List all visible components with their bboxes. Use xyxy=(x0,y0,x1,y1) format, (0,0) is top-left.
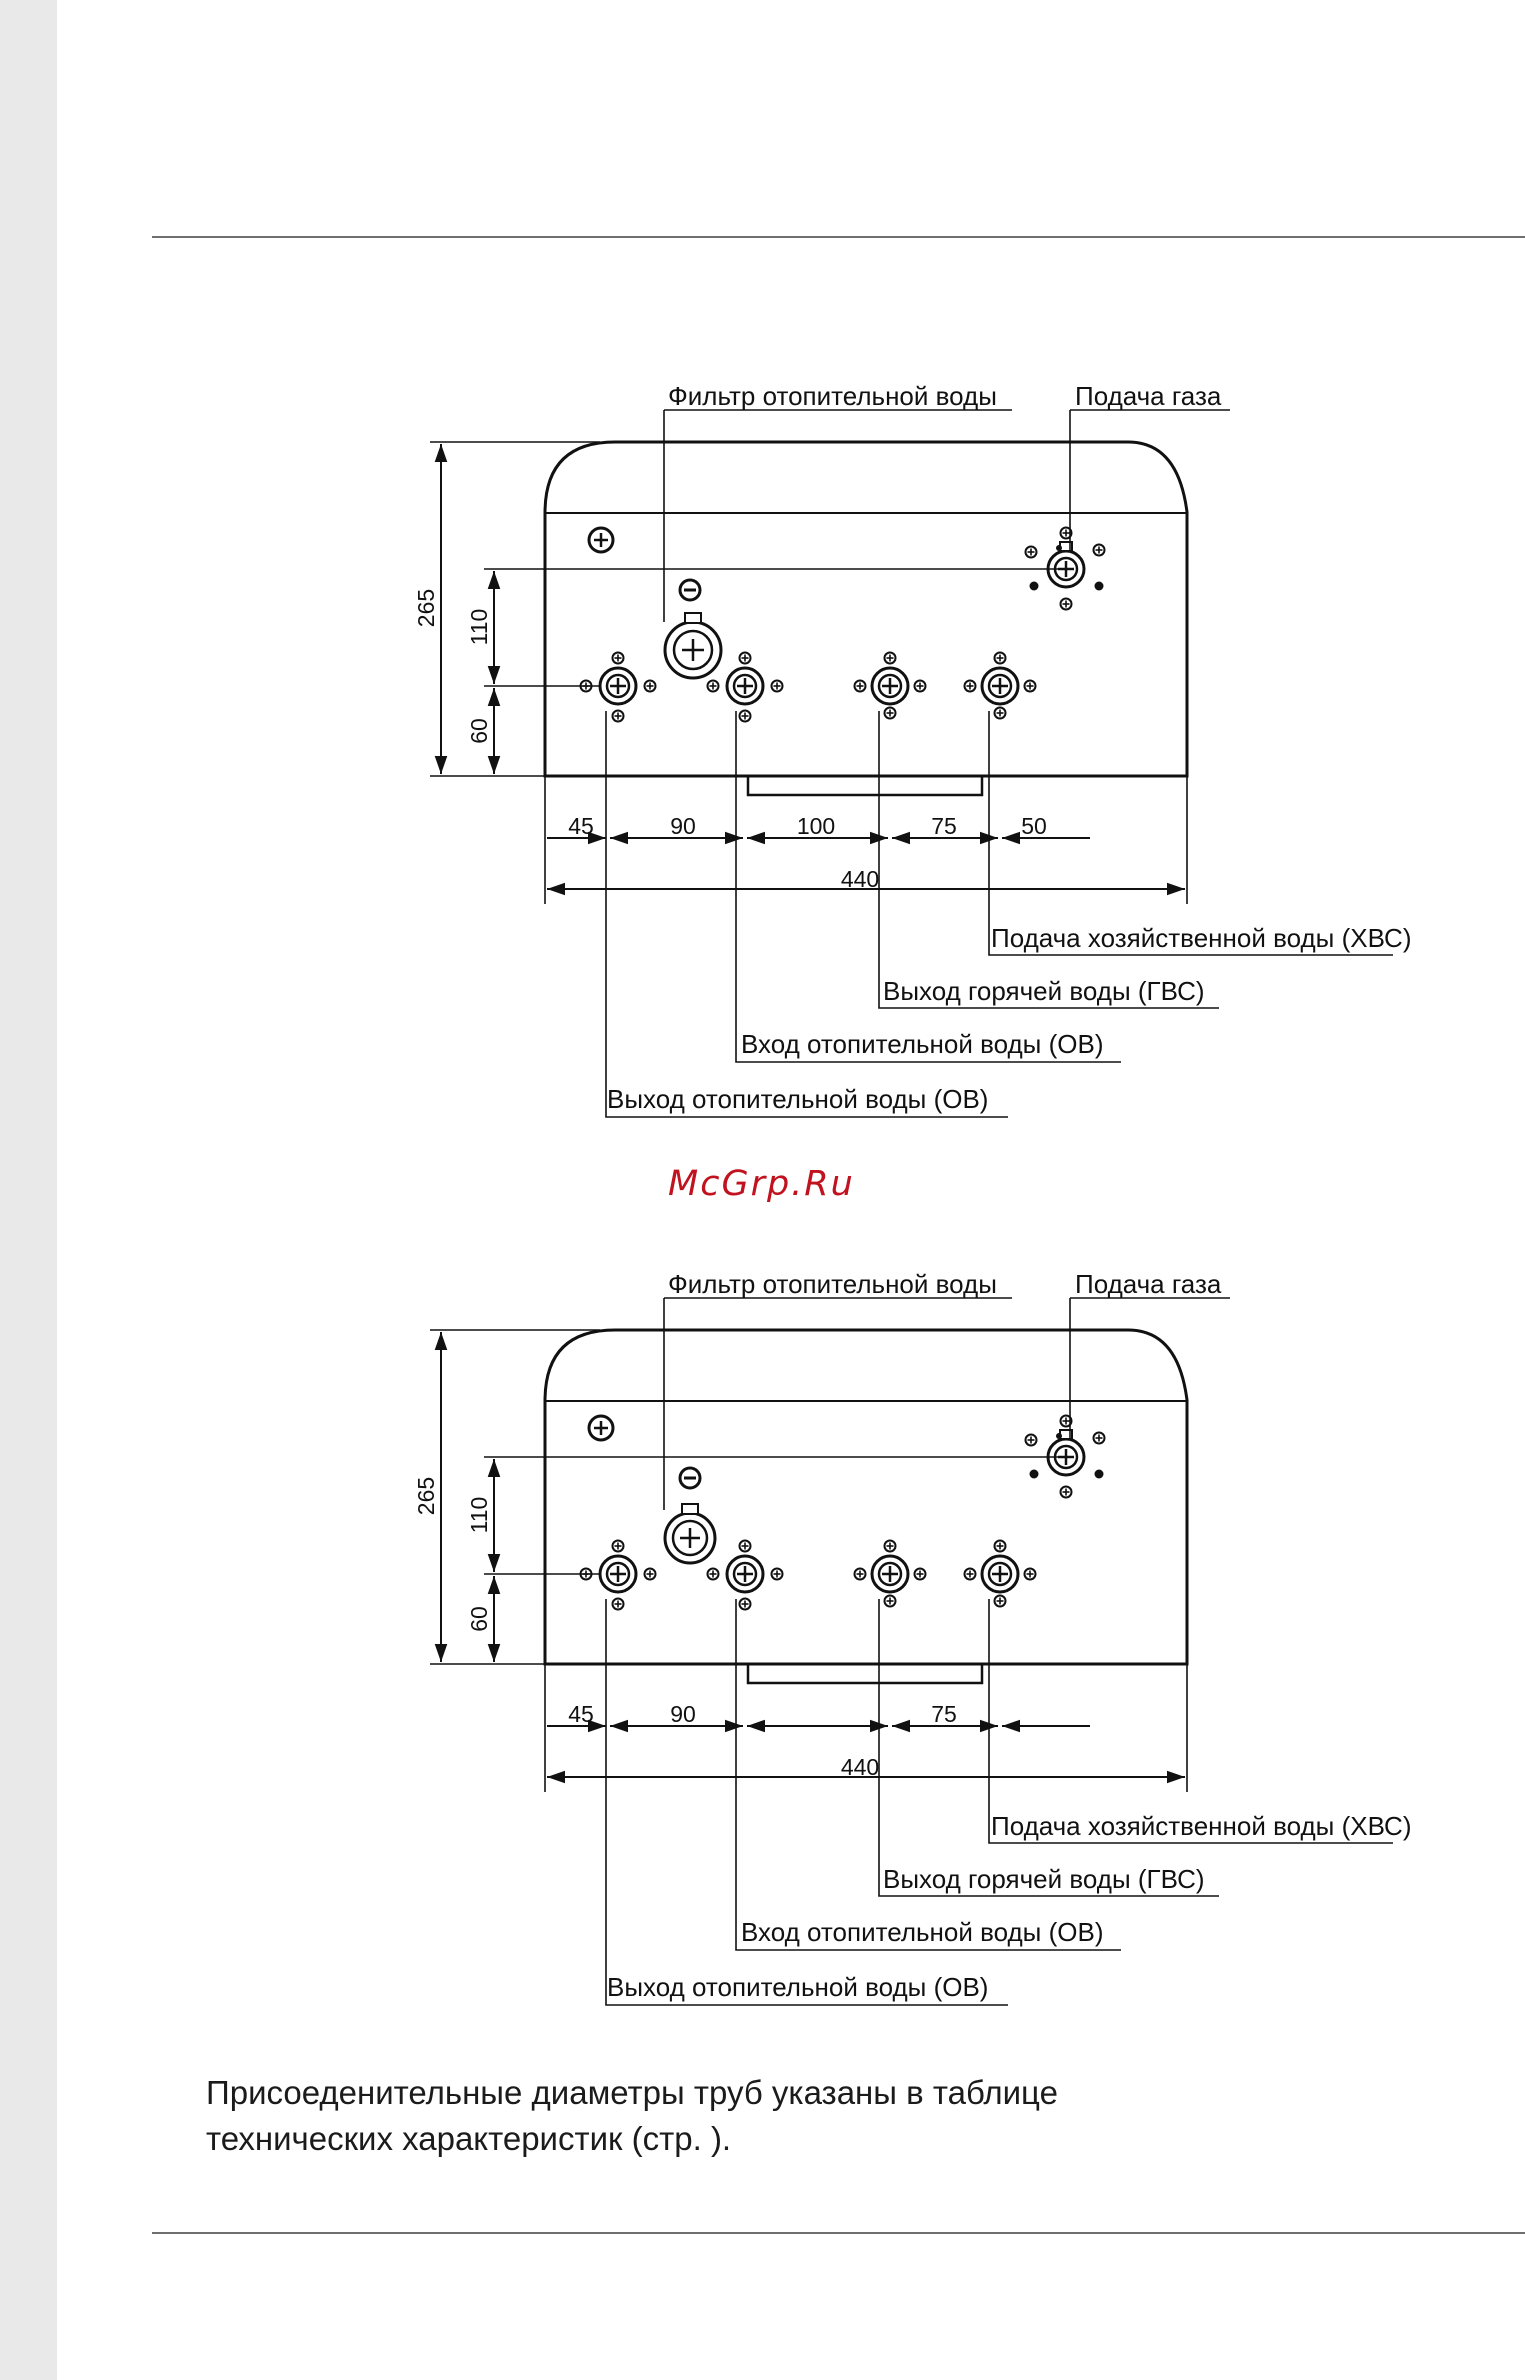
vertical-dimensions xyxy=(430,1329,1066,1665)
dim-seg-1: 45 xyxy=(568,813,594,839)
label-cold-water: Подача хозяйственной воды (ХВС) xyxy=(991,923,1411,953)
label-cold-water: Подача хозяйственной воды (ХВС) xyxy=(991,1811,1411,1841)
dim-height-total: 265 xyxy=(413,589,439,627)
heating-in-fitting xyxy=(725,666,765,706)
heating-out-fitting xyxy=(598,666,638,706)
filter-fitting xyxy=(663,1503,717,1565)
hot-water-fitting xyxy=(870,1554,910,1594)
leader-lines xyxy=(605,1297,1393,2006)
dim-width-total: 440 xyxy=(841,866,879,892)
connection-diagram-1: 265 110 60 45 90 100 75 50 440 Фильтр от… xyxy=(0,0,1525,1118)
dim-seg-5: 50 xyxy=(1021,813,1047,839)
page-side-strip xyxy=(0,0,57,2380)
heating-in-fitting xyxy=(725,1554,765,1594)
filter-cap xyxy=(678,578,702,602)
label-gas: Подача газа xyxy=(1075,1269,1222,1299)
boiler-outline xyxy=(543,440,1189,778)
horizontal-dimensions xyxy=(544,776,1188,904)
boiler-bottom-tray xyxy=(746,1664,984,1685)
cold-water-fitting xyxy=(980,1554,1020,1594)
leader-lines xyxy=(605,409,1393,1118)
header-rule xyxy=(152,236,1525,238)
note-line-1: Присоеденительные диаметры труб указаны … xyxy=(206,2074,1058,2111)
indicator-knob xyxy=(587,1414,615,1442)
gas-fitting xyxy=(1046,1429,1086,1477)
gas-fitting xyxy=(1046,541,1086,589)
dim-height-upper: 110 xyxy=(466,1497,492,1534)
cold-water-fitting xyxy=(980,666,1020,706)
dim-seg-4: 75 xyxy=(931,813,957,839)
label-filter: Фильтр отопительной воды xyxy=(668,1269,997,1299)
dim-height-lower: 60 xyxy=(466,1606,492,1632)
dim-height-total: 265 xyxy=(413,1477,439,1515)
connection-note: Присоеденительные диаметры труб указаны … xyxy=(206,2070,1406,2162)
label-hot-water: Выход горячей воды (ГВС) xyxy=(883,976,1205,1006)
filter-fitting xyxy=(663,612,723,680)
label-heating-out: Выход отопительной воды (ОВ) xyxy=(607,1084,988,1114)
vertical-dimensions xyxy=(430,441,1066,777)
dim-height-lower: 60 xyxy=(466,718,492,744)
boiler-outline xyxy=(543,1328,1189,1666)
dim-width-total: 440 xyxy=(841,1754,879,1780)
horizontal-dimensions xyxy=(544,1664,1188,1792)
label-heating-in: Вход отопительной воды (ОВ) xyxy=(741,1029,1103,1059)
hot-water-fitting xyxy=(870,666,910,706)
dim-seg-2: 90 xyxy=(670,813,696,839)
filter-cap xyxy=(678,1466,702,1490)
dim-seg-3: 100 xyxy=(797,813,835,839)
label-gas: Подача газа xyxy=(1075,381,1222,411)
boiler-bottom-tray xyxy=(746,776,984,797)
indicator-knob xyxy=(587,526,615,554)
label-heating-out: Выход отопительной воды (ОВ) xyxy=(607,1972,988,2002)
label-heating-in: Вход отопительной воды (ОВ) xyxy=(741,1917,1103,1947)
dim-seg-2: 90 xyxy=(670,1701,696,1727)
label-filter: Фильтр отопительной воды xyxy=(668,381,997,411)
connection-diagram-2: 265 110 60 45 90 75 440 Фильтр отопитель… xyxy=(0,888,1525,2006)
label-hot-water: Выход горячей воды (ГВС) xyxy=(883,1864,1205,1894)
note-line-2: технических характеристик (стр. ). xyxy=(206,2120,732,2157)
dim-height-upper: 110 xyxy=(466,609,492,646)
diagram-svg-2: 265 110 60 45 90 75 440 Фильтр отопитель… xyxy=(413,1269,1411,2006)
watermark: McGrp.Ru xyxy=(668,1164,855,1204)
dim-seg-4: 75 xyxy=(931,1701,957,1727)
footer-rule xyxy=(152,2232,1525,2234)
dim-seg-1: 45 xyxy=(568,1701,594,1727)
heating-out-fitting xyxy=(598,1554,638,1594)
diagram-svg-1: 265 110 60 45 90 100 75 50 440 Фильтр от… xyxy=(413,381,1411,1118)
